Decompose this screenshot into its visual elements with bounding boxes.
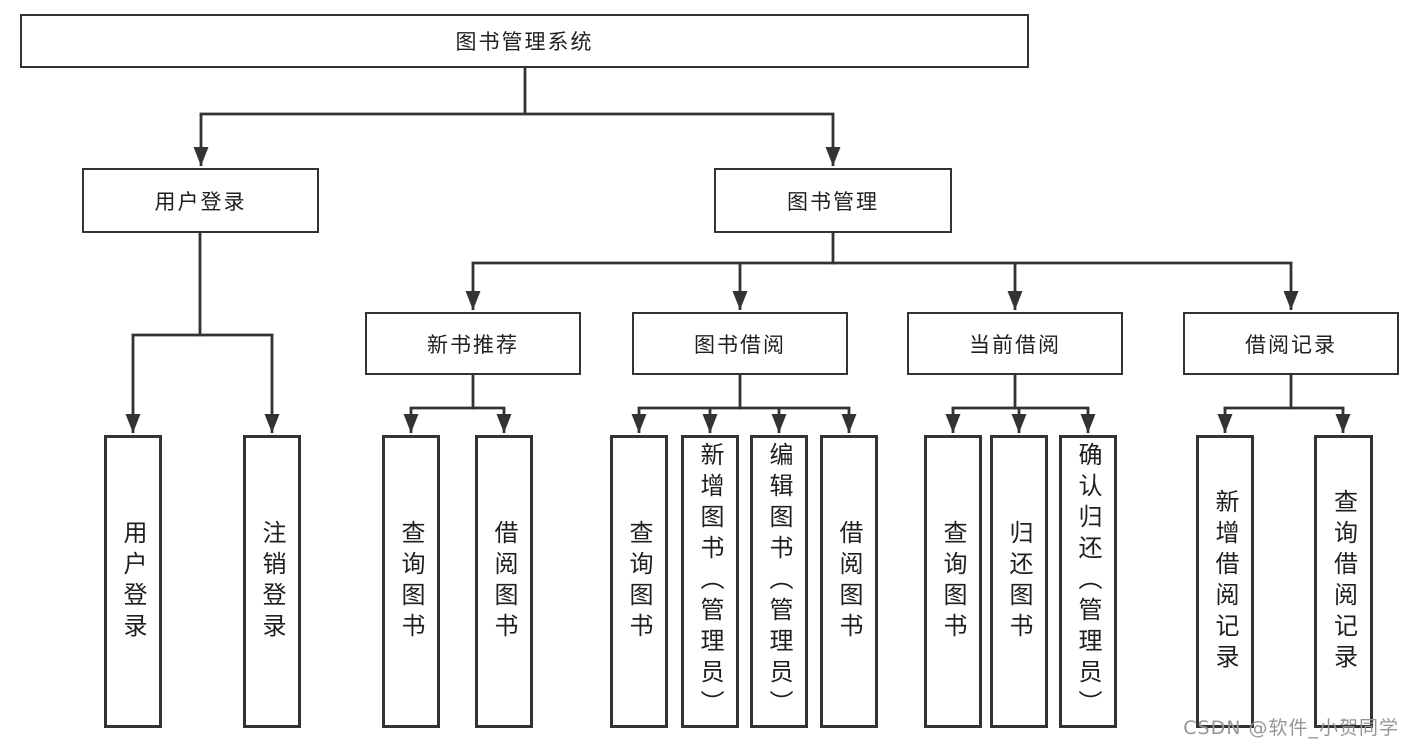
csdn-watermark: CSDN @软件_小贺同学 [1183, 717, 1399, 739]
node-book-management: 图书管理 [714, 168, 952, 233]
node-leaf-confirm-return-admin: 确认归还（管理员） [1059, 435, 1117, 728]
node-root: 图书管理系统 [20, 14, 1029, 68]
node-leaf-borrow-books-1: 借阅图书 [475, 435, 533, 728]
node-leaf-logout: 注销登录 [243, 435, 301, 728]
node-leaf-query-books-3: 查询图书 [924, 435, 982, 728]
node-user-login: 用户登录 [82, 168, 319, 233]
node-current-borrowing: 当前借阅 [907, 312, 1123, 375]
node-leaf-borrow-books-2: 借阅图书 [820, 435, 878, 728]
node-leaf-edit-books-admin: 编辑图书（管理员） [750, 435, 808, 728]
node-leaf-add-books-admin: 新增图书（管理员） [681, 435, 739, 728]
node-leaf-query-borrow-record: 查询借阅记录 [1314, 435, 1373, 728]
node-new-book-recommend: 新书推荐 [365, 312, 581, 375]
node-leaf-query-books-1: 查询图书 [382, 435, 440, 728]
node-book-borrowing: 图书借阅 [632, 312, 848, 375]
node-leaf-user-login: 用户登录 [104, 435, 162, 728]
node-leaf-add-borrow-record: 新增借阅记录 [1196, 435, 1254, 728]
node-leaf-query-books-2: 查询图书 [610, 435, 668, 728]
node-leaf-return-books: 归还图书 [990, 435, 1048, 728]
node-borrowing-records: 借阅记录 [1183, 312, 1399, 375]
